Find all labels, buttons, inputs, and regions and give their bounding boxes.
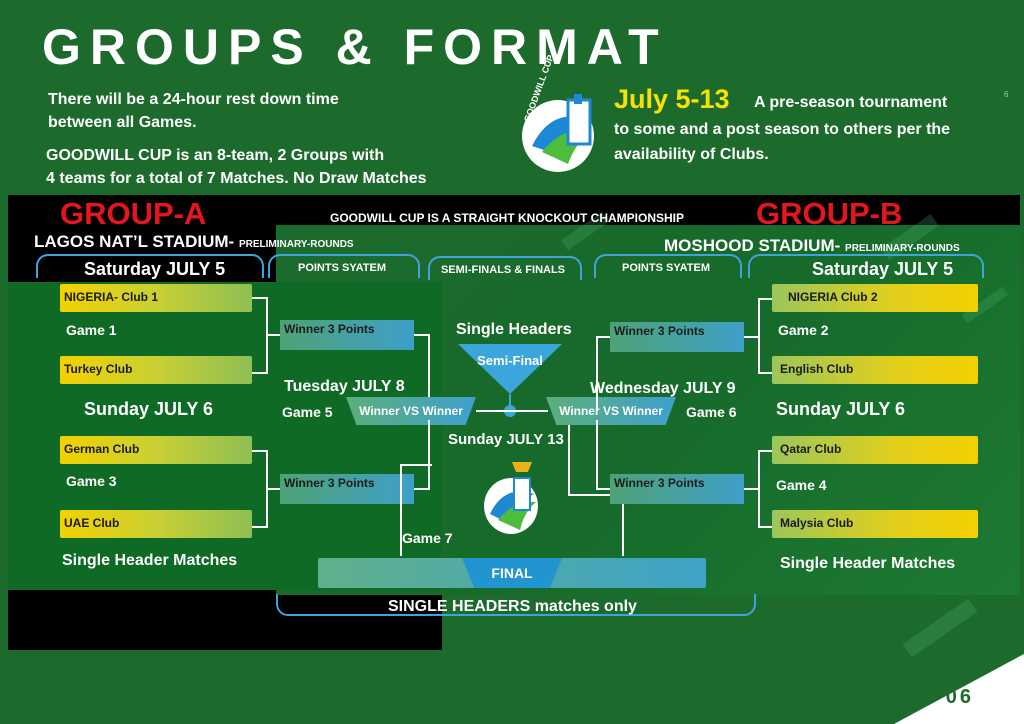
page-title: GROUPS & FORMAT [42, 19, 668, 75]
funnel-stem [509, 394, 511, 408]
final-date: Sunday JULY 13 [448, 431, 564, 448]
semis-finals-label: SEMI-FINALS & FINALS [440, 264, 566, 276]
bracket-line [400, 464, 432, 556]
semi-final-label: Semi-Final [477, 353, 543, 368]
knockout-note: GOODWILL CUP IS A STRAIGHT KNOCKOUT CHAM… [330, 211, 685, 225]
group-b-title: GROUP-B [756, 196, 903, 231]
tournament-dates: July 5-13 [614, 84, 730, 114]
stadium-name: LAGOS NAT’L STADIUM- [34, 232, 235, 251]
game-label: Game 2 [778, 322, 829, 338]
rest-line: between all Games. [48, 114, 197, 131]
rest-info: There will be a 24-hour rest down time b… [48, 88, 339, 134]
group-a-sunday: Sunday JULY 6 [84, 399, 214, 419]
header-tab [268, 254, 420, 278]
group-a-title: GROUP-A [60, 196, 207, 231]
final-label: FINAL [462, 558, 562, 588]
game-label: Game 3 [66, 473, 117, 489]
club-slot: NIGERIA- Club 1 [60, 284, 252, 312]
club-slot: UAE Club [60, 510, 252, 538]
club-slot: Qatar Club [772, 436, 978, 464]
game-label: Game 4 [776, 477, 827, 493]
footer-note: SINGLE HEADERS matches only [388, 598, 637, 615]
group-b-date: Saturday JULY 5 [812, 259, 954, 279]
club-slot: Malysia Club [772, 510, 978, 538]
game-label: Game 5 [282, 404, 333, 420]
goodwill-cup-logo-small [476, 460, 546, 538]
semi-final-funnel [458, 344, 562, 394]
bracket-line [758, 450, 774, 528]
points-system-label: POINTS SYATEM [297, 262, 387, 274]
semi-date: Tuesday JULY 8 [284, 378, 405, 395]
rest-line: There will be a 24-hour rest down time [48, 91, 339, 108]
bracket-line [596, 420, 612, 490]
tagline: A pre-season tournament [754, 94, 948, 111]
club-slot: Turkey Club [60, 356, 252, 384]
format-line: GOODWILL CUP is an 8-team, 2 Groups with [46, 147, 385, 164]
header-tab [748, 254, 984, 278]
header-tab [594, 254, 742, 278]
single-headers-label: Single Headers [456, 321, 572, 338]
winner-points-box: Winner 3 Points [610, 474, 744, 504]
winner-points-box: Winner 3 Points [280, 320, 414, 350]
bracket-line [568, 420, 572, 494]
footer-frame [276, 594, 756, 616]
group-b-sunday: Sunday JULY 6 [776, 399, 906, 419]
bracket-line [596, 336, 612, 410]
bracket-line [744, 488, 758, 490]
semi-final-match: Winner VS Winner [346, 397, 476, 425]
stadium-name: MOSHOOD STADIUM- [664, 236, 841, 255]
winner-points-box: Winner 3 Points [610, 322, 744, 352]
header-tab [428, 256, 582, 280]
winner-points-box: Winner 3 Points [280, 474, 414, 504]
group-a-stadium: LAGOS NAT’L STADIUM- PRELIMINARY-ROUNDS [34, 232, 354, 252]
header-tab [36, 254, 264, 278]
game-label: Game 7 [402, 530, 453, 546]
page-number: 06 [945, 686, 974, 708]
stadium-sub: PRELIMINARY-ROUNDS [845, 243, 960, 254]
club-slot: German Club [60, 436, 252, 464]
group-b-stadium: MOSHOOD STADIUM- PRELIMINARY-ROUNDS [664, 236, 960, 256]
corner-number: 6 [1004, 90, 1009, 99]
game-label: Game 6 [686, 404, 737, 420]
bracket-line [428, 420, 432, 464]
semi-final-match: Winner VS Winner [546, 397, 676, 425]
group-a-date: Saturday JULY 5 [84, 259, 226, 279]
goodwill-cup-logo [512, 86, 604, 178]
semi-date: Wednesday JULY 9 [590, 380, 736, 397]
bracket-line [266, 334, 280, 336]
single-header-note: Single Header Matches [780, 555, 956, 572]
tagline: to some and a post season to others per … [614, 121, 951, 138]
club-slot: English Club [772, 356, 978, 384]
decor-streak [902, 598, 978, 658]
bracket-line [266, 488, 280, 490]
game-label: Game 1 [66, 322, 117, 338]
top-banner [8, 195, 1020, 225]
page-corner [894, 654, 1024, 724]
points-system-label: POINTS SYATEM [621, 262, 711, 274]
format-info: GOODWILL CUP is an 8-team, 2 Groups with… [46, 144, 427, 190]
bracket-line [476, 410, 548, 412]
tagline: availability of Clubs. [614, 146, 769, 163]
stadium-sub: PRELIMINARY-ROUNDS [238, 239, 354, 250]
single-header-note: Single Header Matches [62, 552, 238, 569]
format-line: 4 teams for a total of 7 Matches. No Dra… [46, 170, 427, 187]
bracket-line [744, 336, 758, 338]
bracket-line [414, 334, 430, 410]
club-slot: NIGERIA Club 2 [772, 284, 978, 312]
bracket-line [568, 494, 624, 556]
bracket-line [758, 298, 774, 374]
